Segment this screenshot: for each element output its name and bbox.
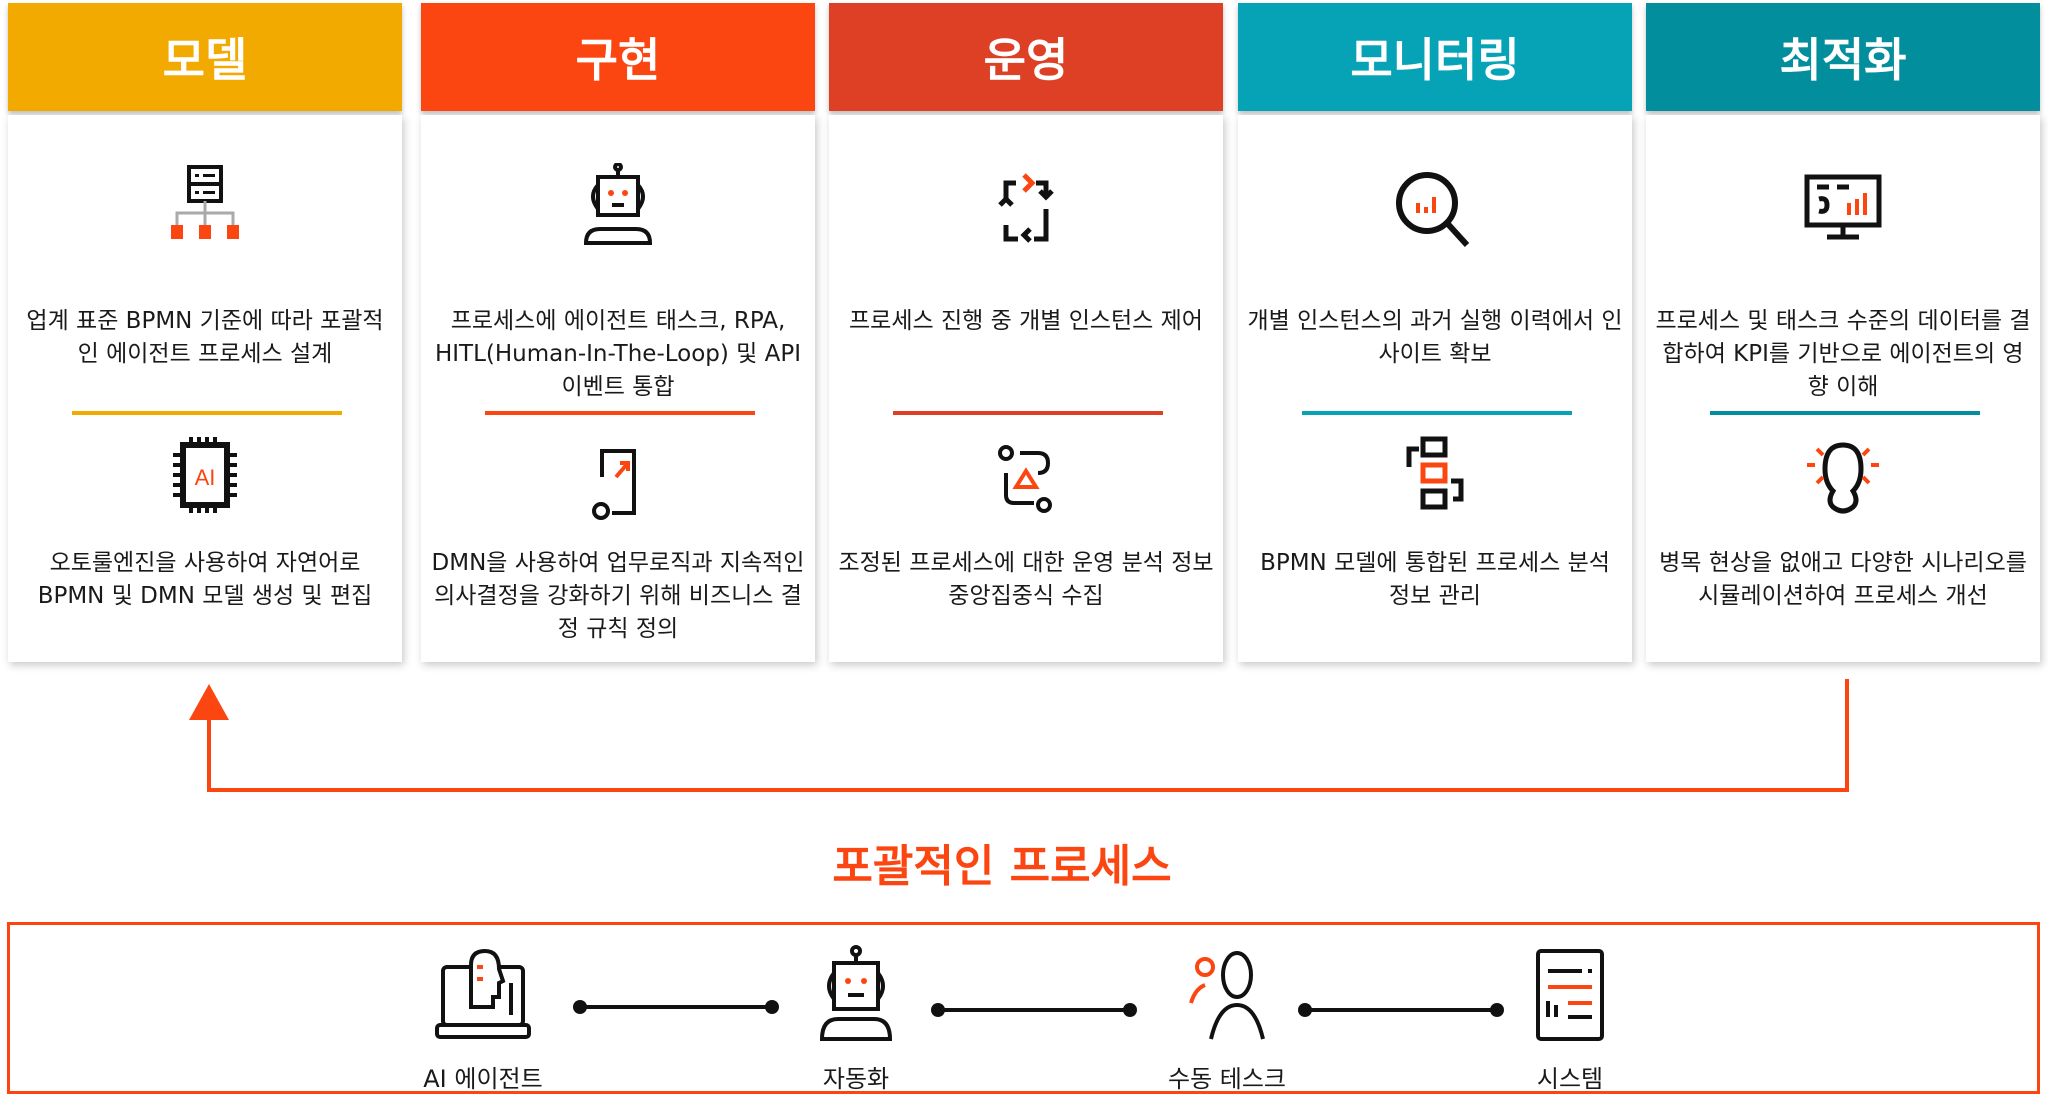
stage-column-1: 모델 업계 표준 BPMN 기준에 따라 포괄적인 에이전트 프로세스 설계 A… [8, 3, 402, 662]
robot-icon [583, 163, 653, 245]
stage-description-primary: 프로세스 진행 중 개별 인스턴스 제어 [849, 308, 1203, 334]
cycle-arrow-right-vertical [1845, 679, 1849, 792]
stage-card: 프로세스 진행 중 개별 인스턴스 제어 조정된 프로세스에 대한 운영 분석 … [829, 115, 1223, 662]
flow-connector [1298, 1003, 1504, 1017]
stage-divider [485, 411, 755, 415]
stage-divider [1302, 411, 1572, 415]
stage-description-primary: 프로세스 및 태스크 수준의 데이터를 결합하여 KPI를 기반으로 에이전트의… [1655, 308, 2031, 400]
stage-divider [1710, 411, 1980, 415]
arrow-up-icon [189, 684, 229, 720]
ai-chip-icon: AI [173, 437, 237, 513]
stage-header: 운영 [829, 3, 1223, 111]
stage-card: 업계 표준 BPMN 기준에 따라 포괄적인 에이전트 프로세스 설계 AI 오… [8, 115, 402, 662]
robot-icon [819, 945, 893, 1041]
stage-description-secondary: 조정된 프로세스에 대한 운영 분석 정보 중앙집중식 수집 [838, 550, 1214, 609]
cycle-arrows-icon [998, 173, 1054, 243]
flow-node-manual-task: 수동 테스크 [1147, 945, 1307, 1094]
stage-header: 구현 [421, 3, 815, 111]
cycle-arrow-left-vertical [207, 712, 211, 792]
stage-header: 모니터링 [1238, 3, 1632, 111]
system-document-icon [1536, 949, 1604, 1041]
monitor-dashboard-icon [1804, 174, 1882, 240]
stage-column-5: 최적화 프로세스 및 태스크 수준의 데이터를 결합하여 KPI를 기반으로 에… [1646, 3, 2040, 662]
stage-column-2: 구현 프로세스에 에이전트 태스크, RPA, HITL(Human-In-Th… [421, 3, 815, 662]
flow-node-automation: 자동화 [776, 945, 936, 1094]
process-path-icon [998, 445, 1052, 513]
lightbulb-icon [1807, 442, 1879, 514]
flow-connector [931, 1003, 1137, 1017]
stage-description-primary: 업계 표준 BPMN 기준에 따라 포괄적인 에이전트 프로세스 설계 [26, 308, 384, 367]
stage-card: 개별 인스턴스의 과거 실행 이력에서 인사이트 확보 BPMN 모델에 통합된… [1238, 115, 1632, 662]
cycle-title: 포괄적인 프로세스 [832, 841, 1172, 892]
stage-description-secondary: 병목 현상을 없애고 다양한 시나리오를 시뮬레이션하여 프로세스 개선 [1659, 550, 2027, 609]
person-icon [1189, 951, 1265, 1040]
stage-card: 프로세스에 에이전트 태스크, RPA, HITL(Human-In-The-L… [421, 115, 815, 662]
flow-node-system: 시스템 [1490, 945, 1650, 1094]
cycle-arrow-horizontal [207, 788, 1849, 792]
flow-node-label: 자동화 [822, 1065, 890, 1093]
flow-node-label: 수동 테스크 [1167, 1065, 1287, 1093]
stage-card: 프로세스 및 태스크 수준의 데이터를 결합하여 KPI를 기반으로 에이전트의… [1646, 115, 2040, 662]
stage-description-primary: 개별 인스턴스의 과거 실행 이력에서 인사이트 확보 [1247, 308, 1623, 367]
flow-node-ai-agent: AI 에이전트 [403, 945, 563, 1094]
flow-node-label: 시스템 [1536, 1065, 1604, 1093]
stage-description-secondary: BPMN 모델에 통합된 프로세스 분석 정보 관리 [1260, 550, 1610, 609]
process-blocks-icon [1406, 436, 1464, 510]
search-chart-icon [1396, 172, 1470, 248]
hierarchy-icon [171, 165, 239, 239]
stage-header: 최적화 [1646, 3, 2040, 111]
svg-text:AI: AI [195, 465, 216, 490]
flow-box: AI 에이전트 자동화 수동 테스크 시스템 [7, 922, 2040, 1094]
ai-agent-laptop-icon [435, 948, 531, 1039]
stage-description-secondary: DMN을 사용하여 업무로직과 지속적인 의사결정을 강화하기 위해 비즈니스 … [431, 550, 805, 642]
stage-column-3: 운영 프로세스 진행 중 개별 인스턴스 제어 조정된 프로세스에 대한 운영 … [829, 3, 1223, 662]
stage-description-secondary: 오토룰엔진을 사용하여 자연어로 BPMN 및 DMN 모델 생성 및 편집 [37, 550, 373, 609]
stage-header: 모델 [8, 3, 402, 111]
stage-column-4: 모니터링 개별 인스턴스의 과거 실행 이력에서 인사이트 확보 BPMN 모델… [1238, 3, 1632, 662]
flow-connector [573, 1000, 779, 1014]
stage-description-primary: 프로세스에 에이전트 태스크, RPA, HITL(Human-In-The-L… [434, 308, 802, 400]
decision-flow-icon [592, 449, 636, 520]
stage-divider [893, 411, 1163, 415]
flow-node-label: AI 에이전트 [423, 1065, 543, 1093]
stage-divider [72, 411, 342, 415]
